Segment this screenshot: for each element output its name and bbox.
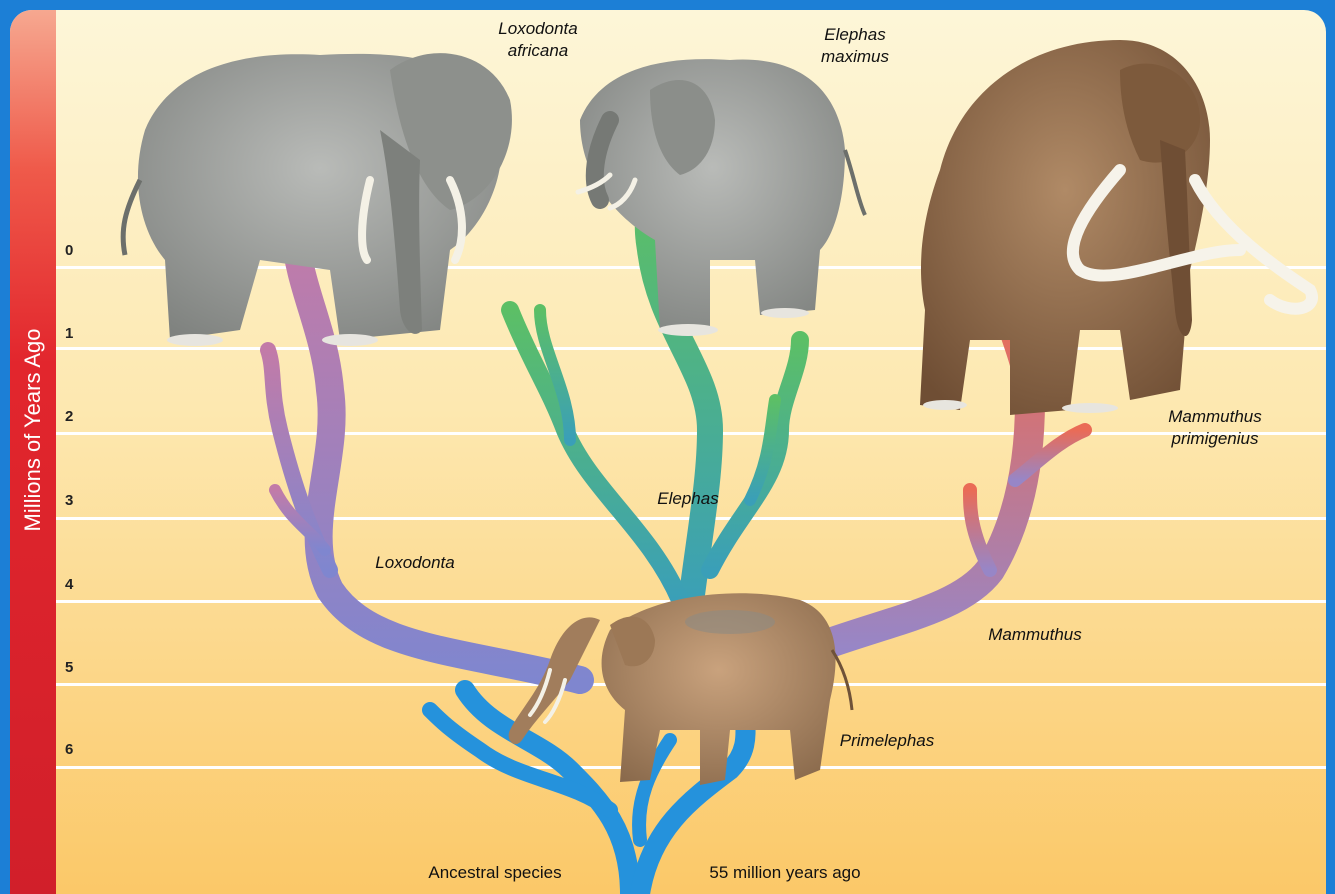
label-loxodonta-africana-genus: Loxodonta	[478, 18, 598, 40]
diagram-panel: Millions of Years Ago 0 1 2 3 4 5 6	[10, 10, 1326, 894]
label-mammuthus-primigenius-genus: Mammuthus	[1150, 406, 1280, 428]
label-genus-loxodonta: Loxodonta	[355, 552, 475, 574]
label-loxodonta-africana: Loxodonta africana	[478, 18, 598, 62]
label-elephas-maximus: Elephas maximus	[800, 24, 910, 68]
phylogenetic-tree	[10, 10, 1326, 894]
elephas-maximus-figure	[578, 59, 865, 336]
label-mammuthus-primigenius: Mammuthus primigenius	[1150, 406, 1280, 450]
label-mammuthus-primigenius-species: primigenius	[1150, 428, 1280, 450]
label-loxodonta-africana-species: africana	[478, 40, 598, 62]
label-genus-elephas: Elephas	[643, 488, 733, 510]
label-ancestral-species: Ancestral species	[410, 862, 580, 884]
label-elephas-maximus-species: maximus	[800, 46, 910, 68]
label-genus-mammuthus: Mammuthus	[975, 624, 1095, 646]
label-elephas-maximus-genus: Elephas	[800, 24, 910, 46]
label-genus-primelephas: Primelephas	[822, 730, 952, 752]
mammuthus-primigenius-figure	[920, 40, 1312, 415]
label-age: 55 million years ago	[685, 862, 885, 884]
